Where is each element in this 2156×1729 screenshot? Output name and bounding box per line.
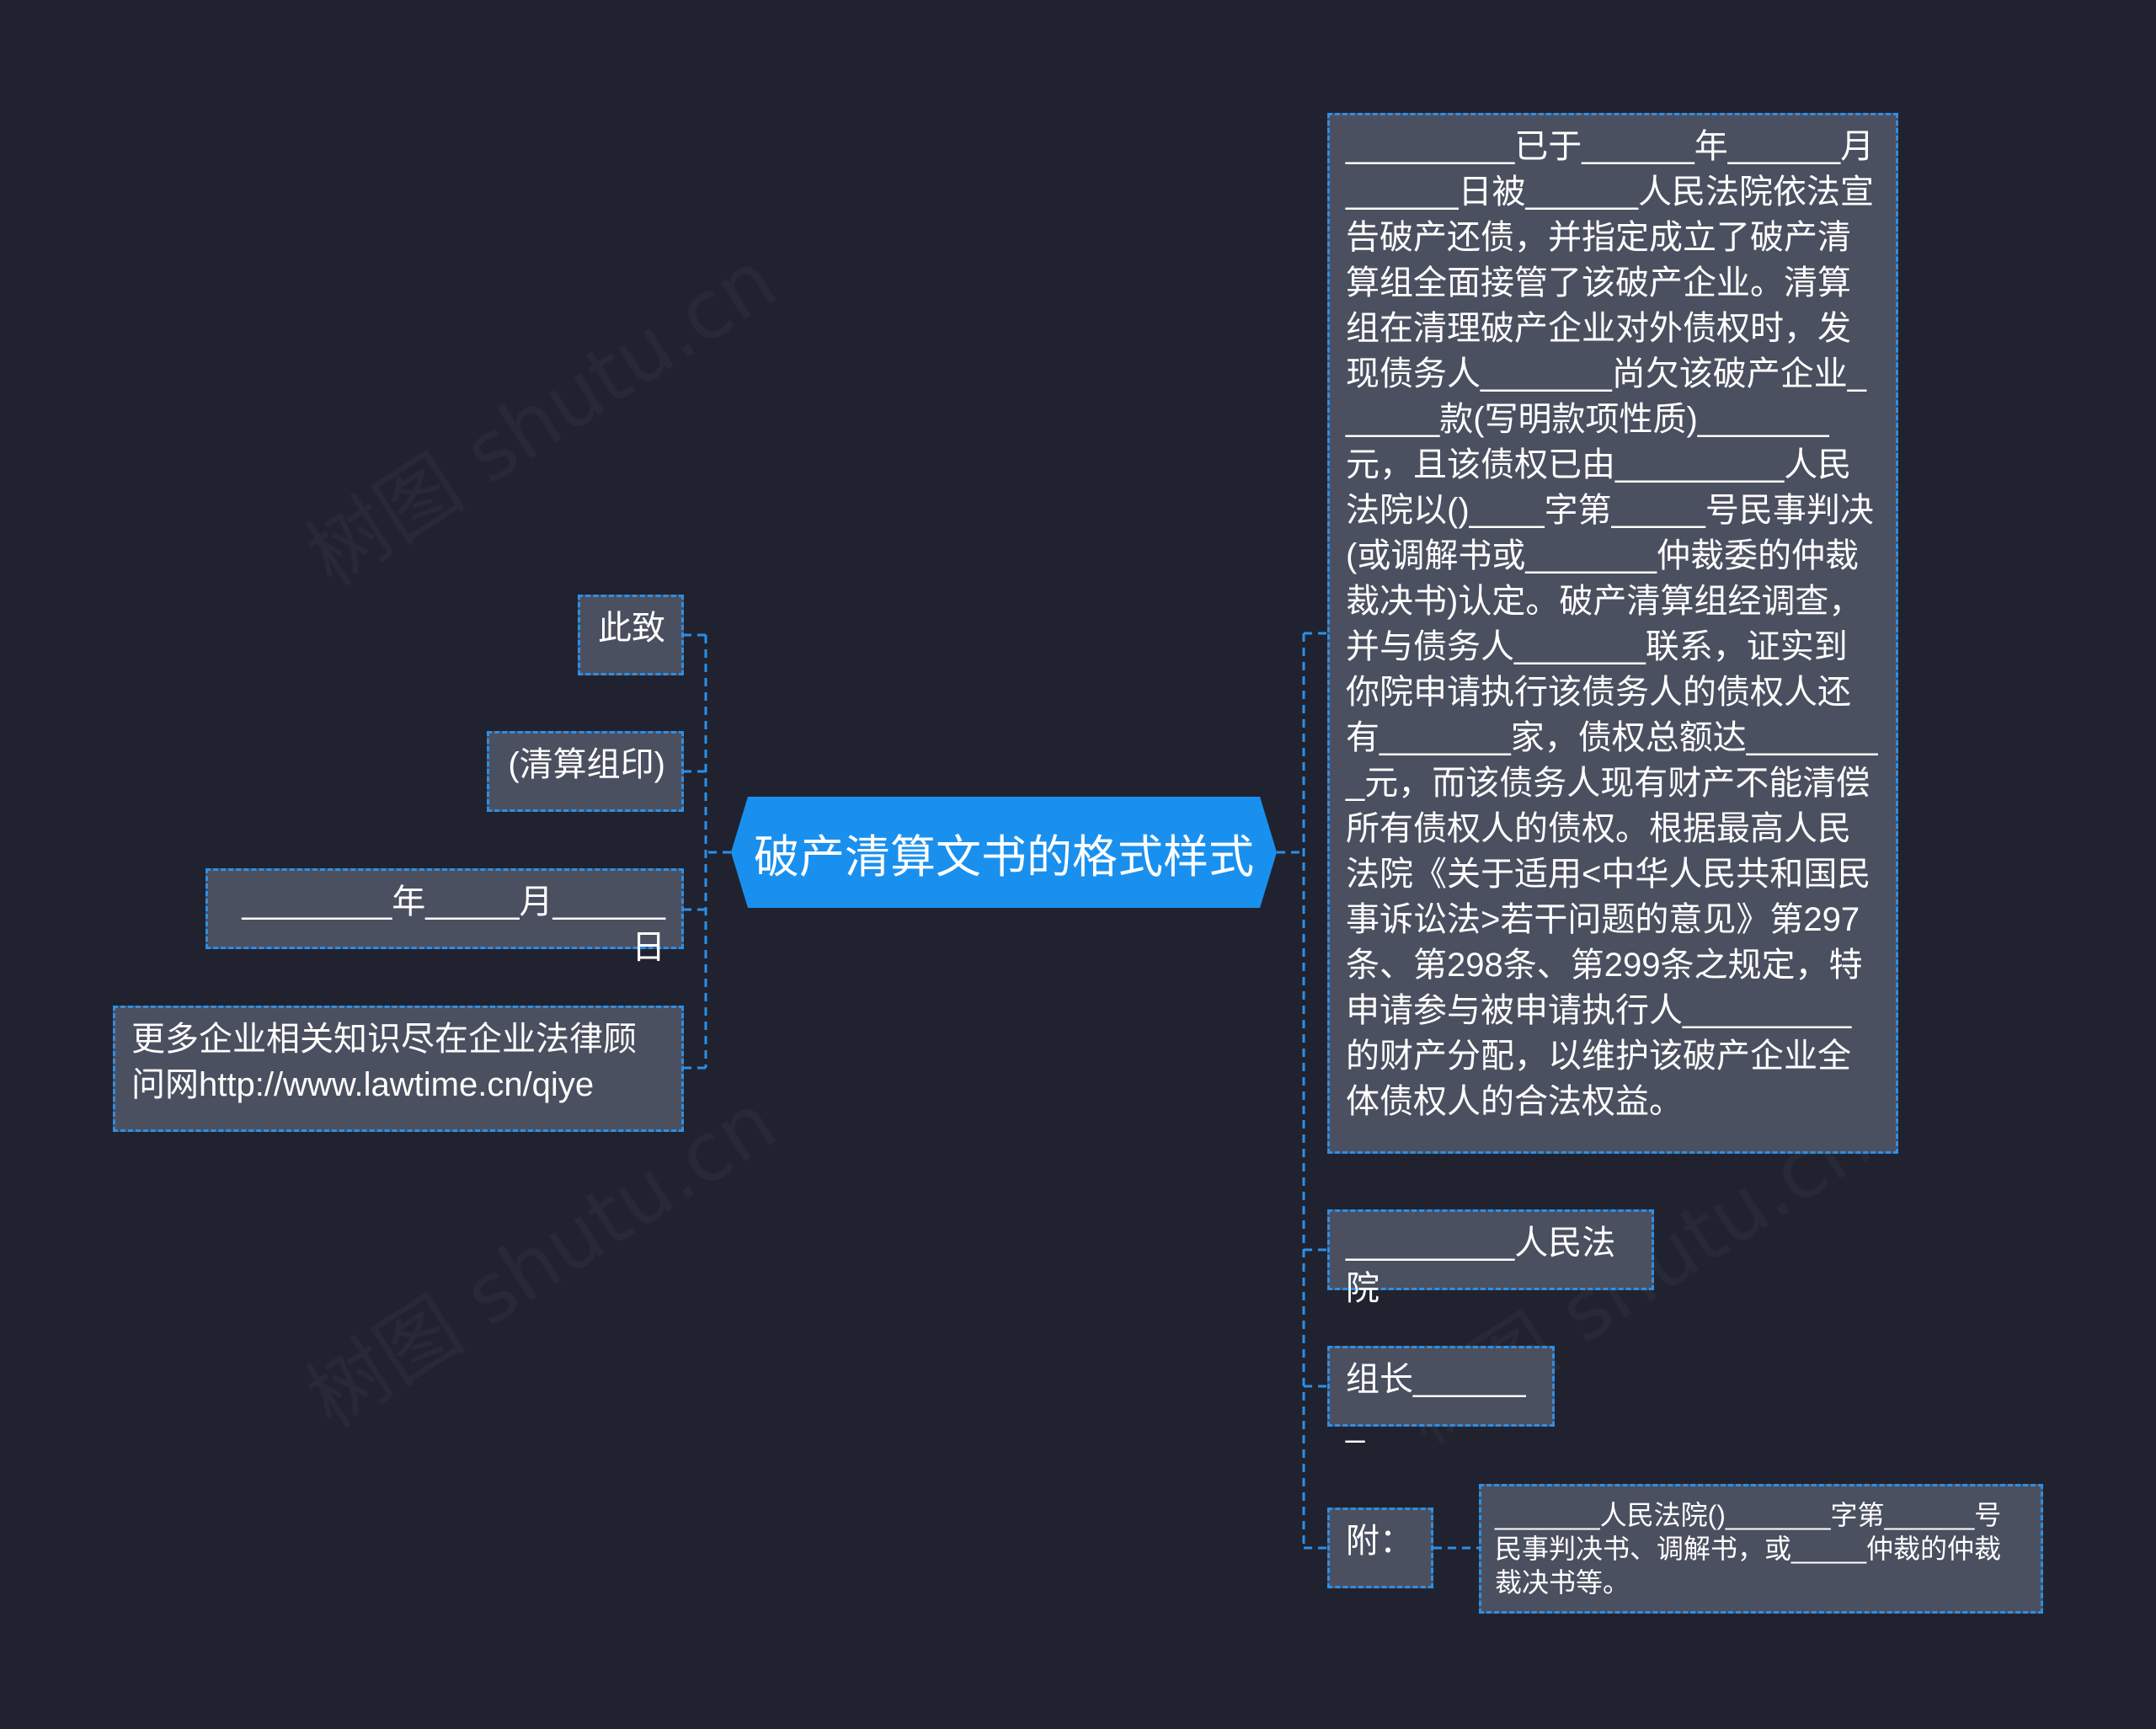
node-attachment-detail[interactable]: _______人民法院()_______字第______号民事判决书、调解书，或…: [1479, 1484, 2043, 1614]
node-date[interactable]: ________年_____月______日: [205, 868, 684, 966]
node-attachment-label[interactable]: 附：: [1327, 1508, 1433, 1588]
root-topic[interactable]: 破产清算文书的格式样式: [731, 797, 1277, 908]
node-more-info[interactable]: 更多企业相关知识尽在企业法律顾问网http://www.lawtime.cn/q…: [113, 1006, 684, 1132]
root-topic-label: 破产清算文书的格式样式: [754, 831, 1254, 883]
node-cizhi[interactable]: 此致: [578, 595, 684, 675]
node-main-text[interactable]: _________已于______年______月______日被______人…: [1327, 113, 1898, 1154]
node-court[interactable]: _________人民法院: [1327, 1209, 1654, 1307]
node-seal[interactable]: (清算组印): [487, 731, 684, 812]
node-leader[interactable]: 组长_______: [1327, 1346, 1555, 1444]
